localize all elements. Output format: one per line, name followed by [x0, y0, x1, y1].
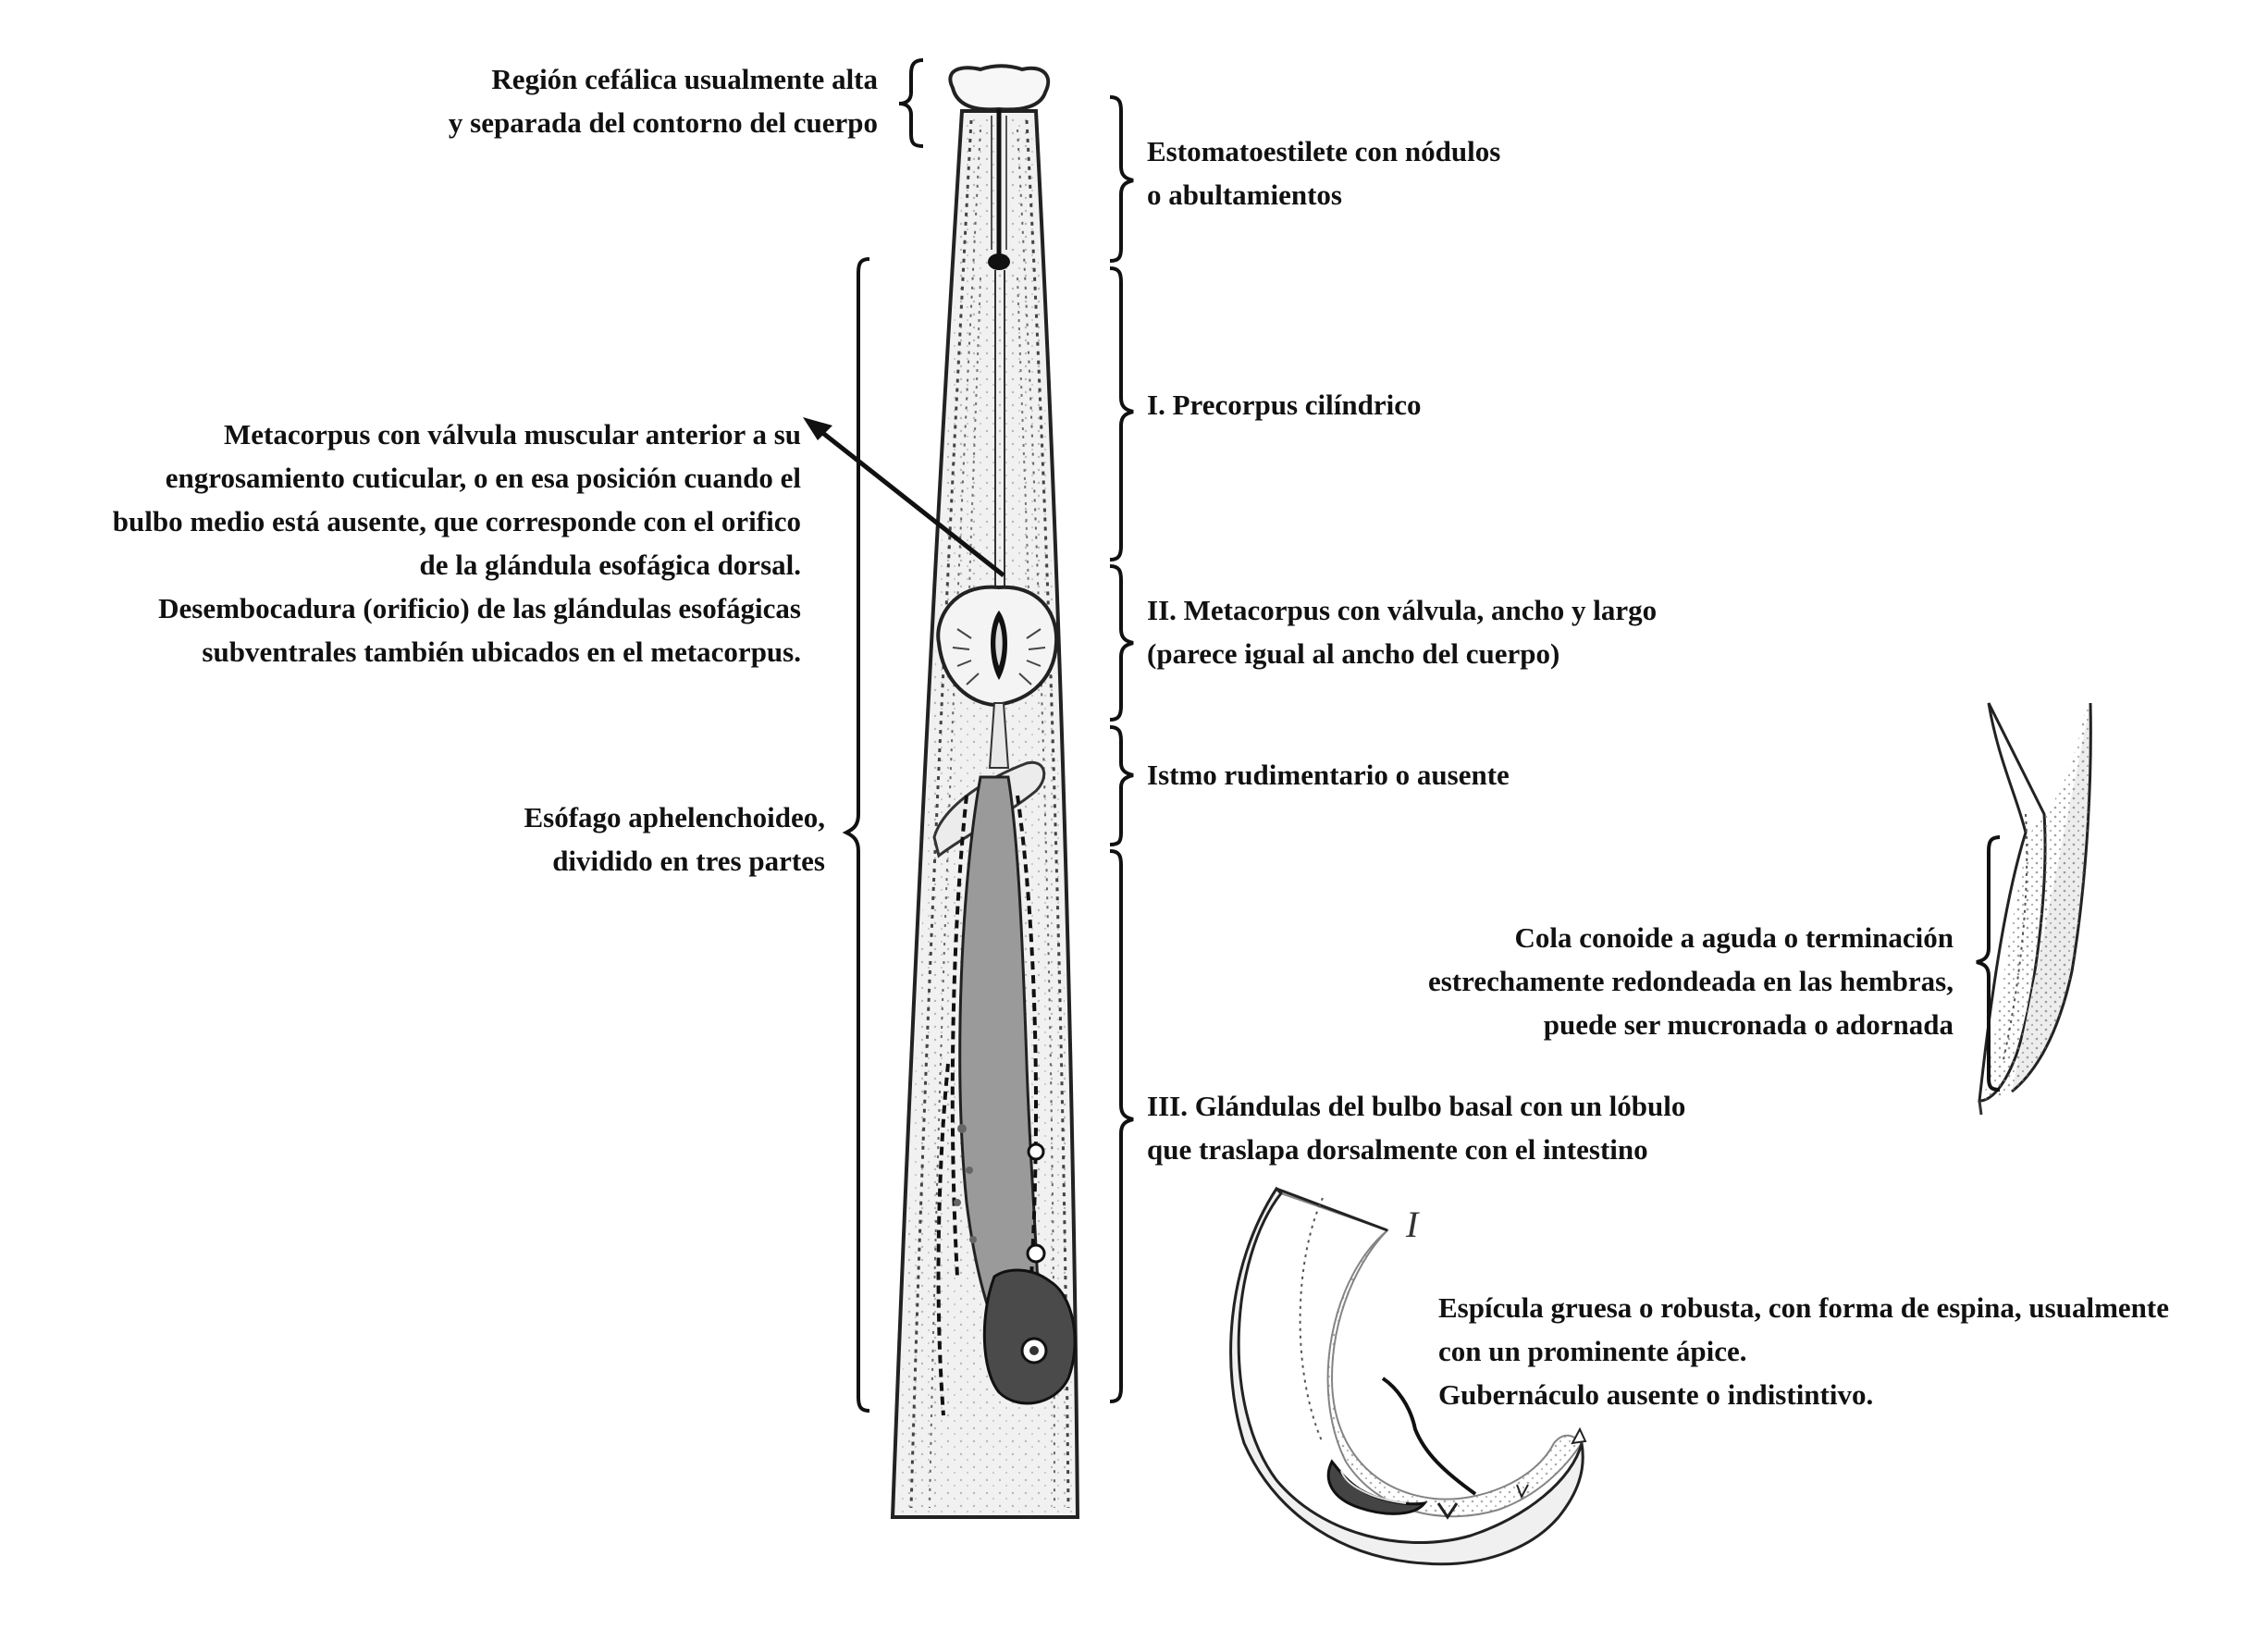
stylet: [988, 109, 1010, 270]
label-line: Esófago aphelenchoideo,: [524, 801, 825, 833]
bracket-cephalic: [898, 58, 924, 148]
bracket-tail: [1976, 835, 2001, 1092]
label-spicule: Espícula gruesa o robusta, con forma de …: [1438, 1286, 2169, 1416]
label-line: y separada del contorno del cuerpo: [448, 106, 878, 139]
label-line: Espícula gruesa o robusta, con forma de …: [1438, 1291, 2169, 1324]
label-line: II. Metacorpus con válvula, ancho y larg…: [1147, 594, 1658, 626]
label-line: Cola conoide a aguda o terminación: [1514, 921, 1954, 954]
precorpus: [968, 270, 1029, 593]
label-line: estrechamente redondeada en las hembras,: [1427, 965, 1954, 997]
label-line: o abultamientos: [1147, 179, 1342, 211]
label-cephalic-region: Región cefálica usualmente alta y separa…: [449, 57, 878, 144]
label-tail: Cola conoide a aguda o terminación estre…: [1428, 916, 1954, 1046]
label-metacorpus-valve: Metacorpus con válvula muscular anterior…: [113, 413, 801, 673]
bracket-esophagus: [842, 257, 870, 1413]
metacorpus-bulb: [936, 585, 1059, 708]
intestine-granules: [936, 1063, 977, 1416]
label-line: puede ser mucronada o adornada: [1543, 1008, 1954, 1041]
label-glands: III. Glándulas del bulbo basal con un ló…: [1147, 1084, 1685, 1171]
label-line: I. Precorpus cilíndrico: [1147, 389, 1422, 421]
label-esophagus: Esófago aphelenchoideo, dividido en tres…: [524, 796, 825, 883]
label-line: (parece igual al ancho del cuerpo): [1147, 637, 1560, 670]
label-line: Gubernáculo ausente o indistintivo.: [1438, 1378, 1874, 1411]
plate-mark: I: [1406, 1204, 1419, 1245]
bracket-metacorpus: [1109, 564, 1134, 722]
label-line: Metacorpus con válvula muscular anterior…: [223, 418, 801, 451]
arrow-metacorpus-valve: [803, 417, 1005, 577]
bracket-stylet: [1109, 95, 1134, 263]
label-isthmus: Istmo rudimentario o ausente: [1147, 753, 1510, 796]
label-line: bulbo medio está ausente, que correspond…: [112, 505, 801, 537]
label-line: Istmo rudimentario o ausente: [1147, 759, 1510, 791]
pointer-spicule: [1381, 1377, 1477, 1496]
label-precorpus: I. Precorpus cilíndrico: [1147, 383, 1421, 426]
male-tail-illustration: [1229, 1186, 1587, 1566]
label-line: que traslapa dorsalmente con el intestin…: [1147, 1133, 1648, 1166]
cephalic-region: [948, 64, 1051, 112]
label-line: Desembocadura (orificio) de las glándula…: [158, 592, 801, 624]
label-line: III. Glándulas del bulbo basal con un ló…: [1147, 1090, 1686, 1122]
label-line: con un prominente ápice.: [1438, 1335, 1747, 1367]
basal-bulb: [982, 1268, 1077, 1405]
bracket-glands: [1109, 849, 1134, 1403]
label-line: Estomatoestilete con nódulos: [1147, 135, 1501, 167]
label-line: dividido en tres partes: [552, 845, 825, 877]
label-line: de la glándula esofágica dorsal.: [419, 549, 801, 581]
label-line: Región cefálica usualmente alta: [491, 63, 878, 95]
label-line: subventrales también ubicados en el meta…: [202, 636, 801, 668]
female-tail-illustration: [1978, 702, 2092, 1116]
isthmus: [988, 702, 1010, 769]
bracket-isthmus: [1109, 725, 1134, 846]
label-stylet: Estomatoestilete con nódulos o abultamie…: [1147, 130, 1500, 216]
label-line: engrosamiento cuticular, o en esa posici…: [165, 462, 801, 494]
bracket-precorpus: [1109, 266, 1134, 562]
label-metacorpus: II. Metacorpus con válvula, ancho y larg…: [1147, 588, 1657, 675]
